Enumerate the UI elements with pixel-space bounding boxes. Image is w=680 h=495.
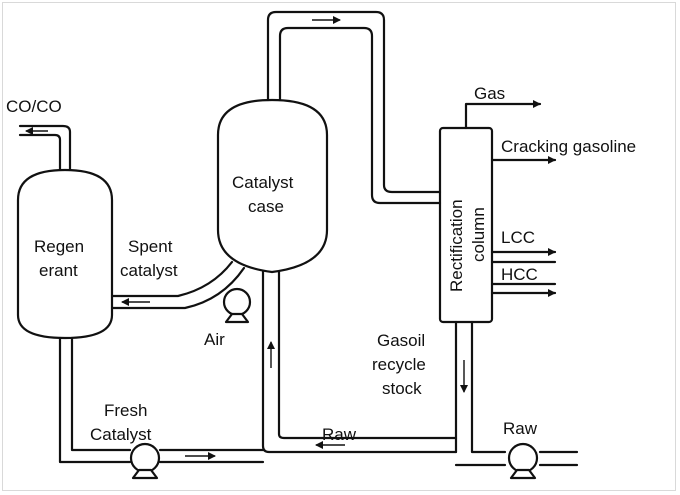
- catalyst-case-vessel: [216, 98, 329, 274]
- label-fresh-catalyst: Catalyst: [90, 425, 152, 444]
- label-recycle: recycle: [372, 355, 426, 374]
- regenerated-catalyst-pipe: [58, 336, 265, 464]
- label-spent-1: Spent: [128, 237, 173, 256]
- label-stock: stock: [382, 379, 422, 398]
- label-fresh: Fresh: [104, 401, 147, 420]
- label-regenerant-1: Regen: [34, 237, 84, 256]
- label-gasoil: Gasoil: [377, 331, 425, 350]
- label-rectification: Rectification: [447, 199, 466, 292]
- diagram-border: [2, 2, 676, 491]
- gas-outlet-pipe: [464, 100, 542, 130]
- label-cracking-gasoline: Cracking gasoline: [501, 137, 636, 156]
- label-co-co: CO/CO: [6, 97, 62, 116]
- label-raw-bottom: Raw: [322, 425, 357, 444]
- reactor-vapor-pipe: [266, 10, 442, 205]
- fresh-catalyst-pump: [129, 442, 161, 480]
- air-pump: [222, 287, 252, 324]
- label-column: column: [469, 207, 488, 262]
- spent-catalyst-pipe: [110, 260, 246, 310]
- label-air: Air: [204, 330, 225, 349]
- label-catalyst-case-1: Catalyst: [232, 173, 294, 192]
- label-lcc: LCC: [501, 228, 535, 247]
- regenerator-vessel: [16, 168, 114, 340]
- label-gas: Gas: [474, 84, 505, 103]
- gasoil-recycle-pipe: [454, 320, 579, 467]
- label-raw-right: Raw: [503, 419, 538, 438]
- lcc-outlet-pipe: [490, 248, 557, 264]
- hcc-outlet-pipe: [490, 282, 557, 297]
- label-catalyst-case-2: case: [248, 197, 284, 216]
- label-regenerant-2: erant: [39, 261, 78, 280]
- flue-gas-pipe: [18, 124, 72, 172]
- label-hcc: HCC: [501, 265, 538, 284]
- label-spent-2: catalyst: [120, 261, 178, 280]
- raw-feed-pump: [507, 442, 539, 480]
- catalyst-case-standpipe: [261, 270, 458, 454]
